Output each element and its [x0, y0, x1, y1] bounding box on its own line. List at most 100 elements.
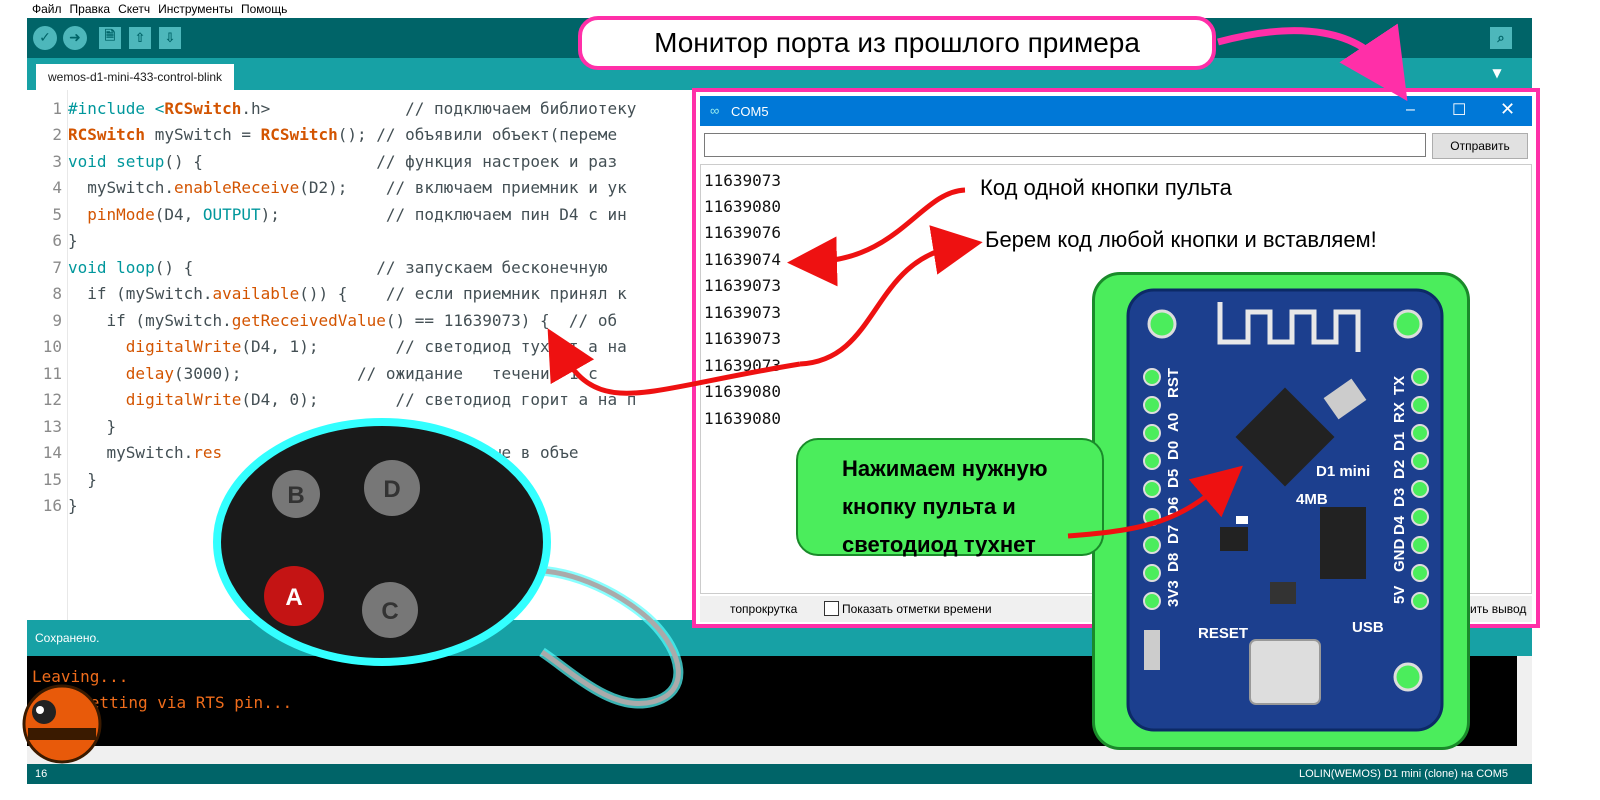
code-line: if (mySwitch.available()) { // если прие… [68, 284, 626, 303]
serial-line: 11639073 [704, 329, 782, 348]
timestamps-label: Показать отметки времени [842, 602, 992, 616]
line-number: 15 [42, 470, 62, 489]
upload-icon[interactable]: ➜ [63, 26, 87, 50]
timestamps-checkbox[interactable] [824, 601, 839, 616]
reset-label: RESET [1198, 625, 1248, 642]
code-token: () { // функция настроек и раз [164, 152, 618, 171]
code-token: mySwitch. [68, 443, 194, 462]
serial-line: 11639080 [704, 197, 782, 216]
serial-line: 11639080 [704, 409, 782, 428]
line-number: 13 [42, 417, 62, 436]
code-token: (D4, [154, 205, 203, 224]
code-token: if (mySwitch. [68, 311, 232, 330]
pin-label: D1 [1391, 432, 1408, 451]
line-number: 5 [52, 205, 62, 224]
pin-label: TX [1391, 376, 1408, 395]
line-number: 10 [42, 337, 62, 356]
callout-line: кнопку пульта и [842, 494, 1016, 519]
code-token: pinMode [87, 205, 155, 224]
menu-file[interactable]: Файл [32, 2, 62, 16]
pink-arrow [1217, 23, 1408, 102]
close-icon[interactable]: ✕ [1500, 99, 1516, 119]
pin-label: D5 [1165, 469, 1182, 488]
line-number: 9 [52, 311, 62, 330]
horizontal-scrollbar[interactable] [27, 746, 1532, 764]
pin-label: D3 [1391, 488, 1408, 507]
pin-label: D8 [1165, 553, 1182, 572]
console-scrollbar[interactable] [1517, 656, 1532, 746]
board-model-label: D1 mini [1316, 463, 1370, 480]
console-line: resetting via RTS pin... [32, 693, 293, 712]
serial-line: 11639073 [704, 276, 782, 295]
code-token: RCSwitch [68, 125, 146, 144]
logo-mascot-icon [22, 684, 102, 764]
code-line: } [68, 496, 78, 515]
code-token: if (mySwitch. [68, 284, 213, 303]
code-token: mySwitch. [68, 178, 174, 197]
line-indicator: 16 [35, 768, 48, 780]
flash-size-label: 4MB [1296, 491, 1328, 508]
line-number: 16 [42, 496, 62, 515]
maximize-icon[interactable]: ☐ [1452, 102, 1467, 119]
minimize-icon[interactable]: – [1406, 101, 1415, 118]
autoscroll-label[interactable]: топрокрутка [730, 602, 798, 616]
code-token: res [193, 443, 223, 462]
annotation-take-code: Берем код любой кнопки и вставляем! [985, 227, 1377, 252]
line-number: 1 [52, 99, 62, 118]
code-token: () { // запускаем бесконечную [154, 258, 608, 277]
button-c-label: C [381, 598, 398, 625]
serial-line: 11639073 [704, 303, 782, 322]
code-token: digitalWrite [125, 390, 242, 409]
code-token: (); // объявили объект(переме [337, 125, 618, 144]
verify-icon[interactable]: ✓ [33, 26, 57, 50]
new-sketch-icon[interactable]: 🗎 [99, 27, 121, 49]
menu-bar: Файл Правка Скетч Инструменты Помощь [0, 0, 1600, 18]
code-token: getReceivedValue [231, 311, 386, 330]
annotation-button-code: Код одной кнопки пульта [980, 175, 1232, 200]
tab-menu-icon[interactable]: ▼ [1492, 66, 1502, 80]
code-line: pinMode(D4, OUTPUT); // подключаем пин D… [68, 205, 626, 224]
tab-sketch[interactable]: wemos-d1-mini-433-control-blink [36, 64, 235, 90]
code-token: RCSwitch [164, 99, 242, 118]
code-token: RCSwitch [260, 125, 338, 144]
callout-line: светодиод тухнет [842, 532, 1036, 557]
red-arrow [799, 225, 983, 367]
board-indicator: LOLIN(WEMOS) D1 mini (clone) на COM5 [1299, 768, 1508, 780]
line-number: 7 [52, 258, 62, 277]
code-line: void setup() { // функция настроек и раз [68, 152, 617, 171]
serial-line: 11639073 [704, 171, 782, 190]
bottom-status-bar: 16 LOLIN(WEMOS) D1 mini (clone) на COM5 [27, 764, 1532, 784]
pin-label: A0 [1165, 413, 1182, 432]
pin-label: 3V3 [1165, 580, 1182, 607]
line-number: 14 [42, 443, 62, 462]
code-token: void [68, 152, 107, 171]
code-token: .h> // подключаем библиотеку [241, 99, 637, 118]
line-number: 3 [52, 152, 62, 171]
pin-label: RX [1391, 402, 1408, 423]
clear-output-button[interactable]: ить вывод [1470, 602, 1527, 616]
line-number: 2 [52, 125, 62, 144]
pin-label: D0 [1165, 441, 1182, 460]
menu-help[interactable]: Помощь [240, 2, 288, 16]
red-arrow [547, 328, 801, 396]
code-token: mySwitch = [145, 125, 261, 144]
serial-input[interactable] [704, 133, 1426, 157]
send-button[interactable]: Отправить [1432, 133, 1528, 159]
open-sketch-icon[interactable]: ⇧ [129, 27, 151, 49]
line-number: 6 [52, 231, 62, 250]
serial-line: 11639076 [704, 223, 782, 242]
menu-sketch[interactable]: Скетч [118, 2, 151, 16]
arduino-icon: ∞ [710, 103, 720, 118]
window-title: COM5 [731, 104, 769, 119]
code-line: if (mySwitch.getReceivedValue() == 11639… [68, 311, 618, 330]
serial-monitor-icon[interactable]: ⌕ [1490, 27, 1512, 49]
menu-tools[interactable]: Инструменты [158, 2, 233, 16]
code-token: setup [116, 152, 165, 171]
led-callout: Нажимаем нужную кнопку пульта и светодио… [796, 438, 1104, 557]
menu-edit[interactable]: Правка [69, 2, 111, 16]
pin-label: D2 [1391, 460, 1408, 479]
save-sketch-icon[interactable]: ⇩ [159, 27, 181, 49]
pin-label: D7 [1165, 525, 1182, 544]
console-line: Leaving... [32, 667, 129, 686]
code-line: RCSwitch mySwitch = RCSwitch(); // объяв… [68, 125, 617, 144]
